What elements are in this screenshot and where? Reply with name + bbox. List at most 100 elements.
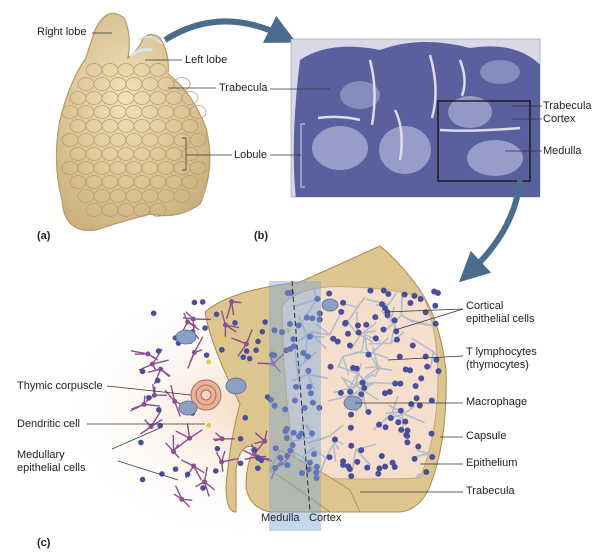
cortical-epithelial-process xyxy=(337,356,344,369)
t-lymphocyte xyxy=(242,414,249,421)
t-lymphocyte xyxy=(253,347,259,353)
t-lymphocyte xyxy=(237,436,244,442)
arrow-a-to-b xyxy=(163,15,297,43)
t-lymphocyte xyxy=(272,445,279,452)
medullary-cell-process xyxy=(245,329,253,345)
label-medullary-epithelial-cells-line1: Medullary xyxy=(17,449,65,461)
cortical-epithelial-process xyxy=(315,323,331,336)
medullary-epithelial-cell xyxy=(201,479,207,485)
t-lymphocyte xyxy=(391,317,398,324)
t-lymphocyte xyxy=(246,355,253,362)
t-lymphocyte xyxy=(428,430,435,437)
t-lymphocyte xyxy=(432,302,439,309)
medullary-epithelial-cell xyxy=(229,299,235,305)
cortical-epithelial-process xyxy=(373,365,382,378)
medullary-epithelial-cell xyxy=(141,401,147,407)
t-lymphocyte xyxy=(300,350,307,357)
cortical-epithelial-process xyxy=(403,405,416,415)
t-lymphocyte xyxy=(316,316,323,323)
gland-lobule xyxy=(189,105,207,119)
t-lymphocyte xyxy=(361,384,368,391)
t-lymphocyte xyxy=(330,335,337,342)
t-lymphocyte xyxy=(397,380,404,387)
label-lobule: Lobule xyxy=(234,149,268,161)
label-cortex-b: Cortex xyxy=(543,113,576,125)
t-lymphocyte xyxy=(138,439,144,446)
label-cortical-epithelial-cells-line2: epithelial cells xyxy=(466,313,535,325)
leader-lines-a xyxy=(92,32,232,171)
cortical-epithelial-process xyxy=(360,321,377,336)
t-lymphocyte xyxy=(347,388,354,395)
t-lymphocyte xyxy=(428,397,435,404)
t-lymphocyte xyxy=(404,432,411,439)
t-lymphocyte xyxy=(287,447,294,454)
dendritic-cell xyxy=(268,369,274,375)
t-lymphocyte xyxy=(258,457,265,464)
t-lymphocyte xyxy=(424,363,431,370)
t-lymphocyte xyxy=(365,408,372,415)
t-lymphocyte xyxy=(313,463,320,470)
label-t-lymphocytes-line1: T lymphocytes xyxy=(466,346,537,358)
cortical-epithelial-process xyxy=(330,424,344,437)
t-lymphocyte xyxy=(367,287,374,294)
t-lymphocyte xyxy=(291,397,298,404)
t-lymphocyte xyxy=(380,287,387,294)
gland-lobule xyxy=(181,175,199,189)
t-lymphocyte xyxy=(316,310,323,317)
t-lymphocyte xyxy=(381,390,388,397)
t-lymphocyte xyxy=(290,343,297,350)
t-lymphocyte xyxy=(219,346,225,353)
t-lymphocyte xyxy=(296,433,303,440)
panel-label-a: (a) xyxy=(37,230,51,242)
t-lymphocyte xyxy=(255,465,261,471)
cortical-epithelial-process xyxy=(364,347,380,369)
cortical-epithelial-process xyxy=(294,298,317,307)
medullary-epithelial-cell xyxy=(223,322,229,328)
t-lymphocyte xyxy=(422,353,429,360)
t-lymphocyte xyxy=(295,322,302,329)
t-lymphocyte xyxy=(282,428,289,435)
cortical-epithelial-process xyxy=(291,373,309,382)
dendritic-cell xyxy=(206,423,212,429)
arrow-b-to-c xyxy=(459,179,523,283)
label-trabecula-c: Trabecula xyxy=(466,485,515,497)
t-lymphocyte xyxy=(240,354,247,360)
cortical-epithelial-process xyxy=(371,337,389,354)
t-lymphocyte xyxy=(386,388,393,395)
medullary-epithelial-cell xyxy=(148,424,154,430)
label-thymic-corpuscle: Thymic corpuscle xyxy=(17,380,103,392)
t-lymphocyte xyxy=(305,466,312,473)
label-cortical-epithelial-cells-line1: Cortical xyxy=(466,300,504,312)
t-lymphocyte xyxy=(331,436,338,443)
macrophages xyxy=(175,298,363,416)
medullary-cell-process xyxy=(130,350,149,355)
t-lymphocyte xyxy=(202,325,208,331)
dendritic-cell xyxy=(285,328,291,334)
t-lymphocyte xyxy=(277,454,284,461)
cortical-epithelial-process xyxy=(300,331,311,342)
dendritic-cell xyxy=(269,347,275,353)
t-lymphocyte xyxy=(365,351,372,358)
t-lymphocyte xyxy=(299,470,306,477)
t-lymphocyte xyxy=(308,430,315,437)
t-lymphocyte xyxy=(255,338,261,345)
t-lymphocyte xyxy=(382,424,389,431)
dendritic-cell xyxy=(221,336,227,342)
corticomedullary-boundary xyxy=(291,280,311,513)
medullary-epithelial-cell xyxy=(145,351,151,357)
t-lymphocyte xyxy=(404,427,411,434)
gland-lobule xyxy=(173,189,191,203)
cortical-epithelial-process xyxy=(355,448,372,467)
cortical-epithelial-process xyxy=(341,356,350,376)
t-lymphocyte xyxy=(139,368,146,375)
micrograph xyxy=(290,38,541,198)
t-lymphocyte xyxy=(411,455,418,462)
cortical-epithelial-process xyxy=(411,337,434,353)
t-lymphocyte xyxy=(376,465,383,472)
t-lymphocyte xyxy=(212,468,219,474)
t-lymphocyte xyxy=(313,469,320,476)
medullary-cell-process xyxy=(175,430,190,439)
t-lymphocyte xyxy=(350,364,357,371)
medullary-cell-process xyxy=(193,465,202,481)
